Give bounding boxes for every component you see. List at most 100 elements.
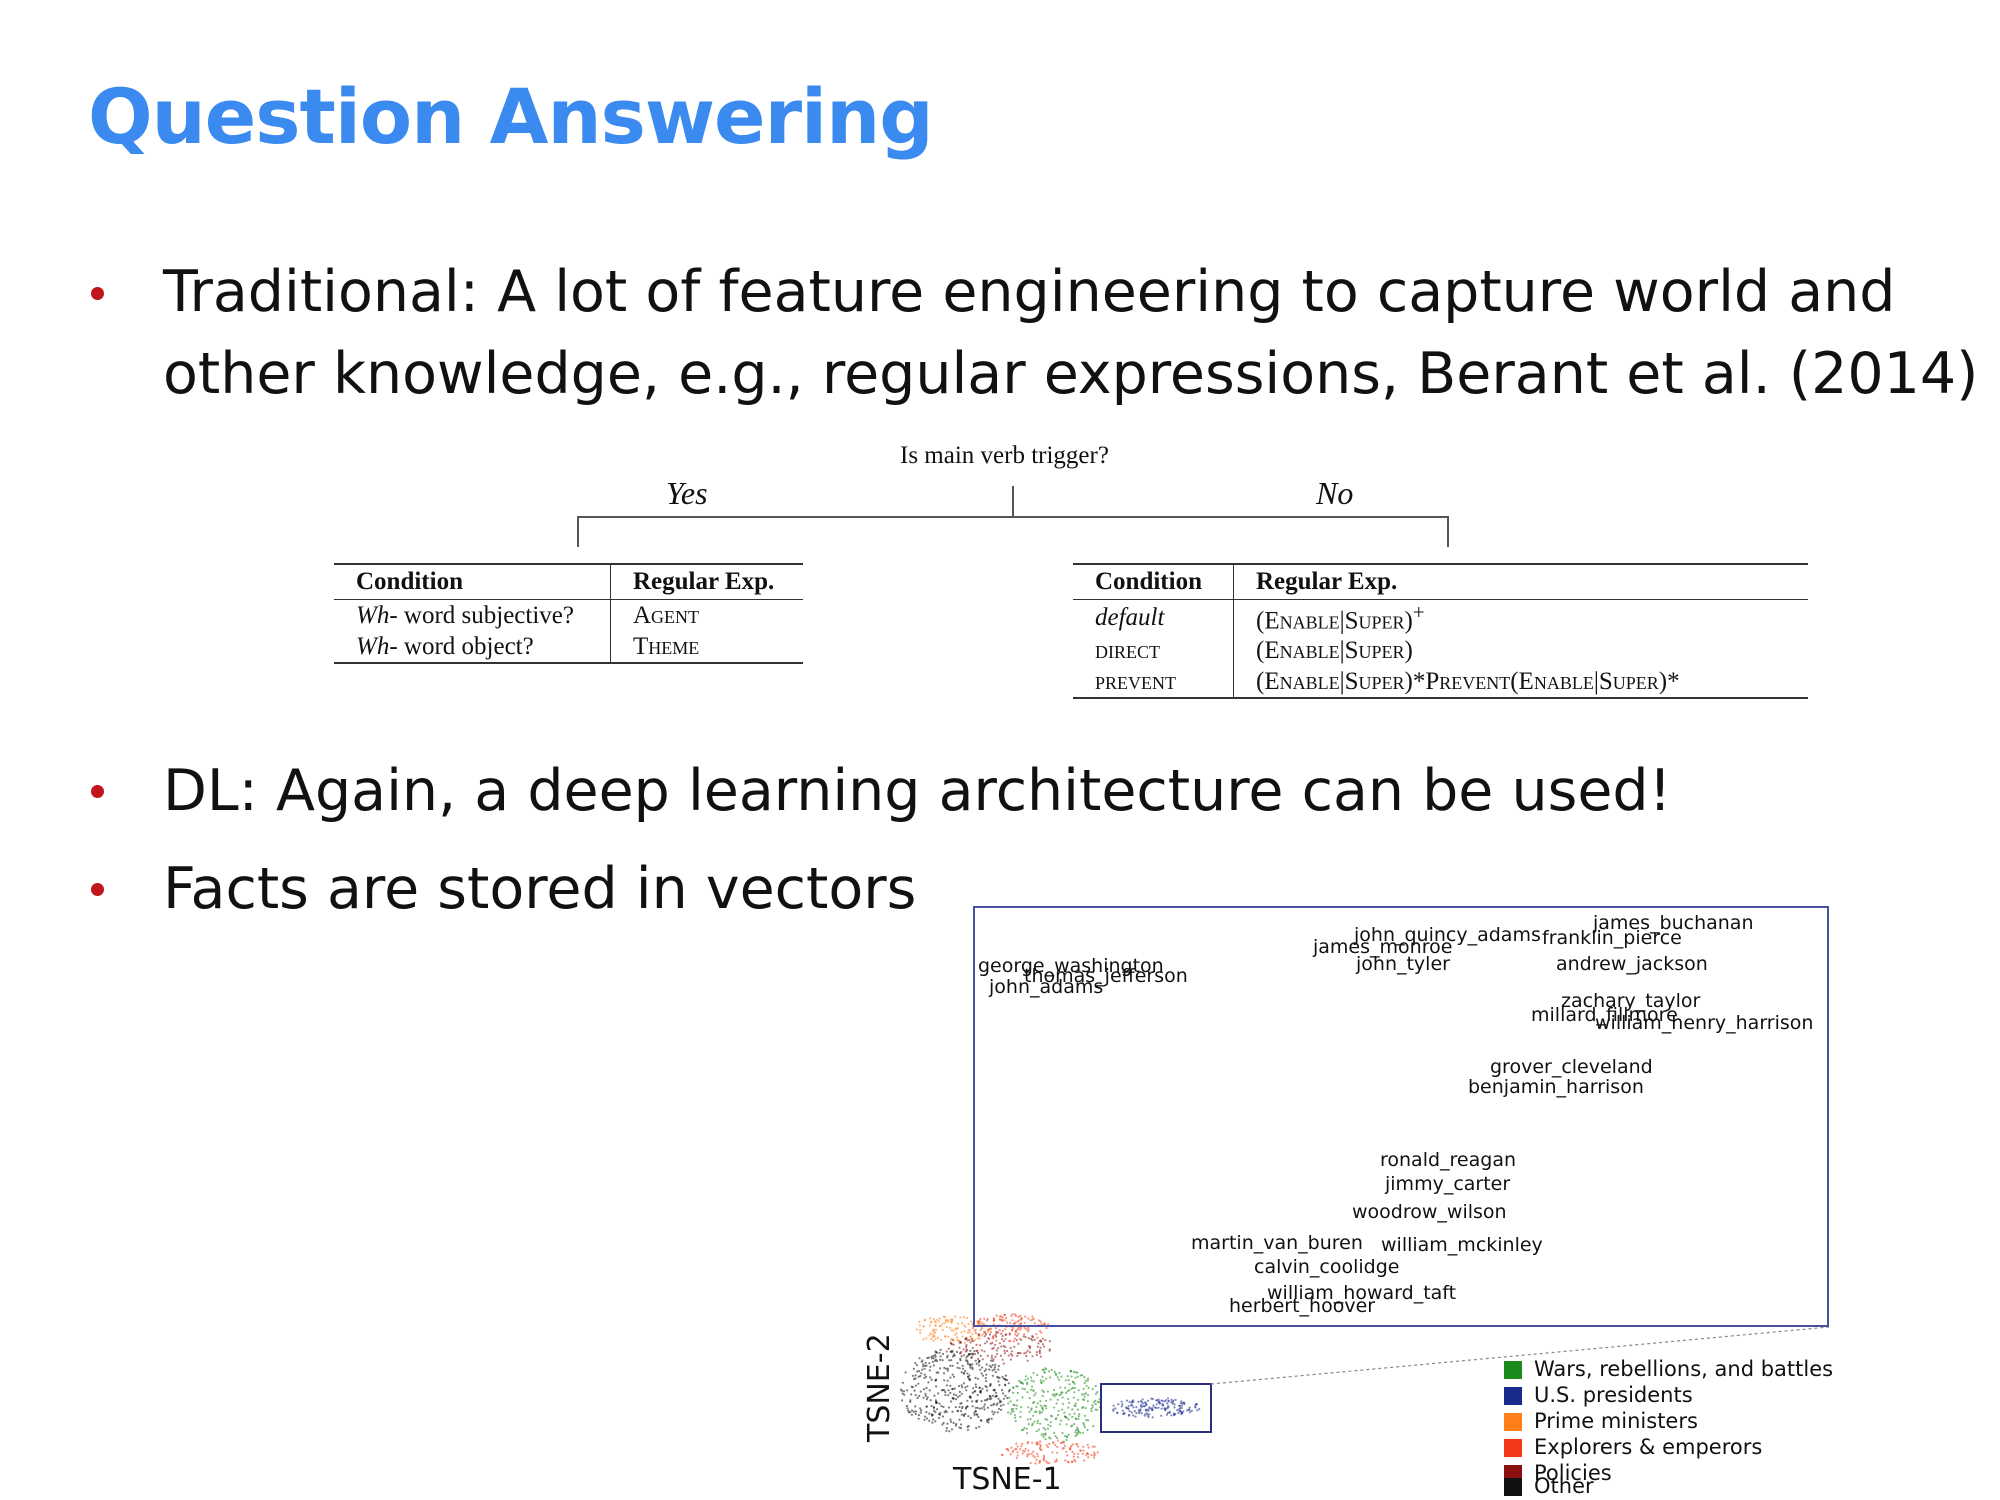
scatter-point	[1096, 1391, 1099, 1394]
scatter-point	[1007, 1402, 1010, 1405]
scatter-point	[1011, 1328, 1014, 1332]
scatter-point	[1019, 1314, 1022, 1317]
legend-label: Policies	[1534, 1461, 1612, 1485]
scatter-point	[1026, 1349, 1029, 1352]
scatter-point	[946, 1354, 949, 1357]
scatter-point	[941, 1423, 944, 1426]
scatter-point	[932, 1364, 935, 1367]
scatter-point	[1180, 1400, 1183, 1403]
scatter-point	[1016, 1451, 1019, 1454]
legend-swatch	[1504, 1387, 1522, 1405]
scatter-point	[1069, 1446, 1072, 1449]
scatter-point	[1019, 1322, 1022, 1325]
zoom-region-box	[1100, 1383, 1212, 1433]
scatter-point	[1037, 1455, 1040, 1458]
scatter-point	[1000, 1400, 1003, 1403]
scatter-point	[1023, 1321, 1026, 1324]
scatter-point	[983, 1408, 986, 1411]
scatter-point	[1005, 1448, 1008, 1451]
scatter-point	[958, 1367, 961, 1370]
legend-swatch	[1504, 1361, 1522, 1379]
zoom-connector-line	[1210, 1326, 1830, 1385]
scatter-point	[1071, 1450, 1074, 1453]
bullet-1-line-2: other knowledge, e.g., regular expressio…	[163, 341, 1979, 407]
scatter-point	[956, 1322, 960, 1325]
scatter-point	[995, 1339, 998, 1342]
scatter-point	[1032, 1380, 1035, 1383]
scatter-point	[1056, 1451, 1059, 1454]
scatter-point	[950, 1342, 953, 1345]
scatter-point	[1092, 1456, 1096, 1459]
scatter-point	[1017, 1342, 1020, 1345]
scatter-point	[1178, 1408, 1181, 1411]
scatter-point	[1079, 1449, 1082, 1452]
scatter-point	[987, 1337, 990, 1340]
scatter-point	[969, 1320, 972, 1323]
scatter-point	[1090, 1409, 1093, 1413]
scatter-point	[943, 1411, 946, 1414]
scatter-point	[997, 1397, 1000, 1400]
scatter-point	[927, 1356, 931, 1359]
scatter-point	[1001, 1316, 1004, 1319]
scatter-point	[1186, 1409, 1189, 1412]
scatter-point	[980, 1327, 984, 1330]
scatter-point	[979, 1317, 982, 1321]
scatter-point	[1045, 1327, 1048, 1330]
scatter-point	[994, 1355, 997, 1358]
scatter-point	[1014, 1313, 1017, 1316]
scatter-point	[1068, 1389, 1071, 1392]
scatter-point	[1000, 1408, 1003, 1411]
scatter-point	[1066, 1454, 1069, 1457]
scatter-point	[969, 1417, 972, 1420]
scatter-point	[1004, 1377, 1007, 1381]
tree-stem	[1012, 486, 1014, 516]
scatter-point	[1048, 1340, 1051, 1343]
scatter-point	[1039, 1346, 1042, 1349]
scatter-point	[907, 1409, 910, 1412]
scatter-point	[1061, 1431, 1064, 1435]
scatter-point	[1062, 1402, 1065, 1405]
scatter-point	[1048, 1461, 1051, 1465]
scatter-point	[969, 1341, 972, 1344]
scatter-point	[1026, 1455, 1029, 1458]
scatter-point	[989, 1331, 992, 1334]
scatter-point	[963, 1341, 967, 1344]
scatter-point	[1082, 1422, 1085, 1425]
scatter-point	[1008, 1340, 1011, 1343]
scatter-point	[1071, 1443, 1074, 1446]
scatter-point	[1090, 1453, 1093, 1457]
scatter-point	[920, 1409, 923, 1412]
scatter-point	[934, 1399, 938, 1402]
scatter-point	[949, 1400, 953, 1403]
scatter-point	[923, 1364, 927, 1367]
scatter-point	[919, 1390, 922, 1393]
scatter-point	[1041, 1406, 1044, 1409]
scatter-point	[994, 1391, 998, 1394]
legend-label: U.S. presidents	[1534, 1383, 1693, 1407]
scatter-point	[1032, 1450, 1035, 1453]
bullet-1-line-1: Traditional: A lot of feature engineerin…	[163, 259, 1896, 325]
scatter-point	[901, 1381, 905, 1384]
scatter-point	[964, 1350, 967, 1353]
scatter-point	[988, 1397, 991, 1401]
scatter-point	[979, 1368, 982, 1371]
scatter-point	[1096, 1451, 1099, 1454]
scatter-point	[1166, 1412, 1169, 1415]
scatter-point	[1074, 1371, 1077, 1374]
table-cell: prevent	[1095, 667, 1176, 695]
scatter-point	[1023, 1427, 1026, 1430]
scatter-point	[1170, 1401, 1173, 1404]
scatter-point	[1027, 1406, 1030, 1409]
scatter-point	[968, 1353, 971, 1356]
scatter-point	[1039, 1404, 1043, 1407]
scatter-point	[992, 1319, 995, 1322]
scatter-point	[1144, 1401, 1147, 1404]
scatter-point	[1161, 1399, 1164, 1403]
scatter-point	[919, 1329, 922, 1332]
scatter-point	[969, 1396, 972, 1399]
scatter-point	[1052, 1441, 1055, 1444]
scatter-point	[1041, 1343, 1044, 1346]
scatter-point	[1076, 1456, 1080, 1459]
scatter-point	[1057, 1414, 1060, 1417]
scatter-point	[983, 1403, 987, 1406]
